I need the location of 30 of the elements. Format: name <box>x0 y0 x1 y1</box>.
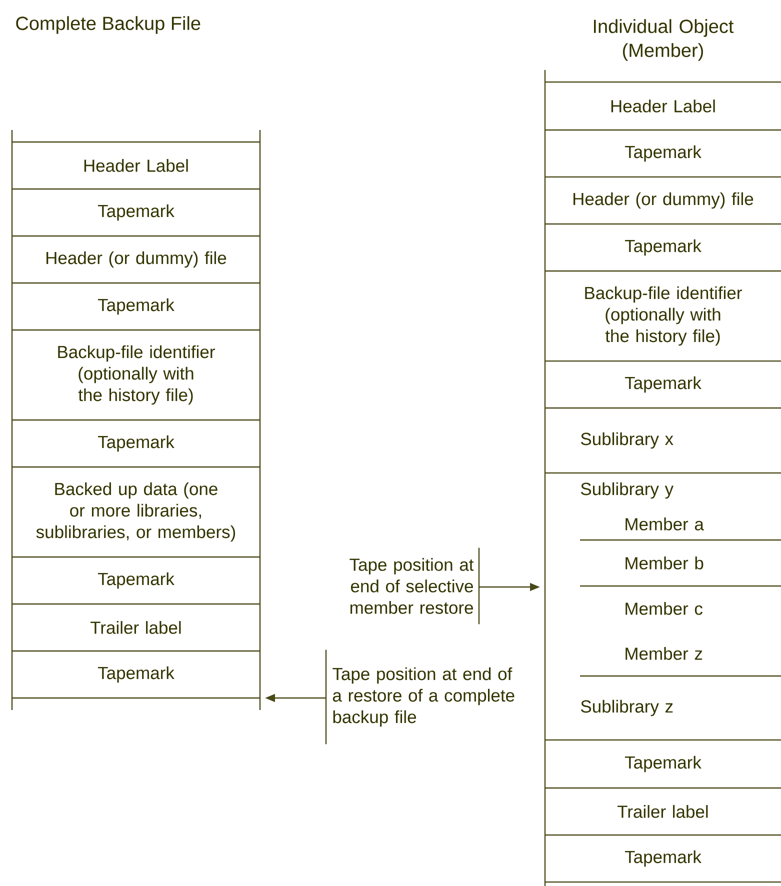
tape-record: Sublibrary y <box>581 482 674 499</box>
tape-record: Tapemark <box>98 666 174 683</box>
tape-record: Tapemark <box>98 435 174 452</box>
tape-record: Trailer label <box>618 805 708 818</box>
tape-record: Backed up data (one or more libraries, sublibraries, or members) <box>36 482 236 542</box>
tape-record: Header Label <box>611 100 715 112</box>
tape-record: Member c <box>626 602 702 615</box>
tape-record: Backup-file identifier (optionally with the history file) <box>58 345 215 405</box>
tape-record: Tapemark <box>624 756 702 772</box>
tape-record: Sublibrary z <box>581 700 673 716</box>
tape-record: Member z <box>626 647 702 660</box>
tape-record: Tapemark <box>98 572 174 589</box>
column-heading: Individual Object (Member) <box>594 19 734 61</box>
annotation: Tape position at end of selective member restore <box>350 548 480 624</box>
tape-record: Backup-file identifier (optionally with the history file) <box>585 286 742 346</box>
tape-record: Tapemark <box>624 145 702 162</box>
tape-record: Tapemark <box>624 850 702 867</box>
tape-record: Tapemark <box>624 376 702 393</box>
tape-record: Member a <box>626 518 704 530</box>
tape-record: Sublibrary x <box>581 432 674 449</box>
tape-record: Tapemark <box>98 298 174 315</box>
column-heading: Complete Backup File <box>16 16 200 34</box>
tape-record: Header (or dummy) file <box>46 251 226 268</box>
tape-record: Tapemark <box>98 204 174 221</box>
annotation: Tape position at end of a restore of a complete backup file <box>325 650 514 744</box>
tape-record: Header Label <box>84 159 188 172</box>
tape-record: Member b <box>626 556 704 570</box>
tape-record: Trailer label <box>90 621 181 634</box>
tape-record: Tapemark <box>624 239 702 256</box>
tape-record: Header (or dummy) file <box>574 192 754 209</box>
